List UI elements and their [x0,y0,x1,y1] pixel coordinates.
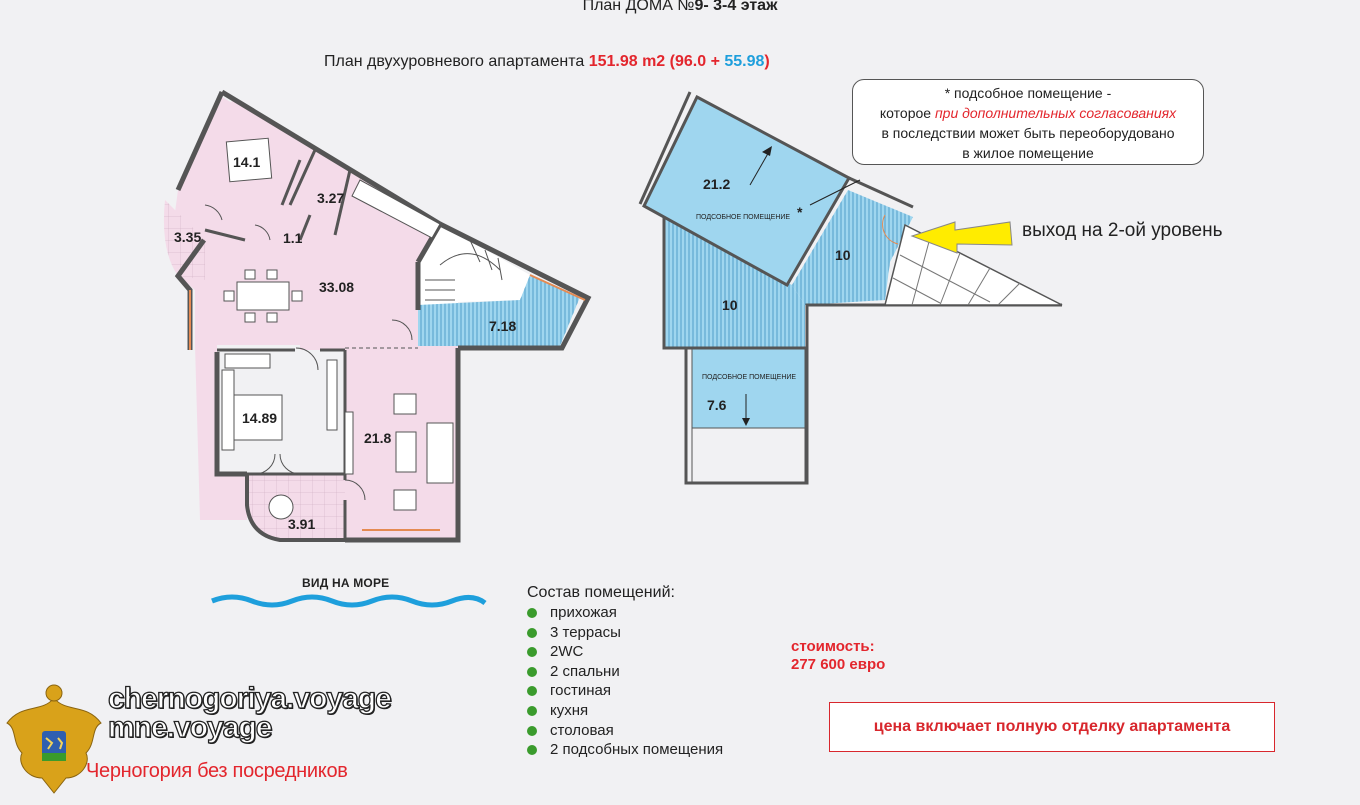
room-label: 33.08 [319,279,354,295]
page-title: План ДОМА №9- 3-4 этаж [0,0,1360,15]
level1-plan [163,89,592,543]
rooms-title: Состав помещений: [527,584,675,601]
note-line: в последствии может быть переоборудовано [881,125,1175,141]
breakdown-open: (96.0 + [669,53,720,70]
site-link-2[interactable]: mne.voyage [107,710,273,744]
room-label: 21.8 [364,430,391,446]
terrace-7-18 [418,275,580,346]
sea-wave [211,594,487,608]
price-value: 277 600 евро [791,656,886,673]
room-label: 21.2 [703,176,730,192]
room-10-left [664,218,805,348]
title-bold: 9- 3-4 этаж [694,0,778,14]
room-label: 3.35 [174,229,201,245]
list-item: 2 спальни [527,662,723,682]
brand-tagline: Черногория без посредников [86,760,348,782]
room-21-2 [642,94,852,288]
list-item: кухня [527,701,723,721]
list-item: 2 подсобных помещения [527,740,723,760]
room-label: 14.1 [233,154,260,170]
level2-plan [638,91,1063,485]
room-label: 1.1 [283,230,303,246]
room-label: 3.91 [288,516,315,532]
list-item: столовая [527,721,723,741]
rooms-list: прихожая 3 террасы 2WC 2 спальни гостина… [527,603,723,760]
room-label: 14.89 [242,410,277,426]
title-prefix: План ДОМА № [582,0,695,14]
bullet-icon [527,725,537,736]
list-item: 3 террасы [527,623,723,643]
total-area: 151.98 m2 [588,53,666,70]
level2-labels: 21.2 ПОДСОБНОЕ ПОМЕЩЕНИЕ * 10 10 7.6 ПОД… [696,176,851,413]
price-label: стоимость: [791,638,875,655]
bullet-icon [527,627,537,638]
bullet-icon [527,647,537,658]
terrace-3-91 [247,474,345,540]
room-10-right [792,190,913,305]
site-link-1[interactable]: chernogoriya.voyage [107,681,392,715]
room-note: ПОДСОБНОЕ ПОМЕЩЕНИЕ [696,214,790,221]
exit-arrow-icon [910,221,1013,254]
note-line: которое при дополнительных согласованиях [879,105,1177,121]
room-label: 7.6 [707,397,727,413]
breakdown-aux: 55.98 [724,53,765,70]
subtitle: План двухуровневого апартамента 151.98 m… [324,53,770,71]
room-label: 7.18 [489,318,516,334]
room-label: 10 [835,247,851,263]
note-line: в жилое помещение [962,145,1094,161]
breakdown-close: ) [764,53,770,70]
level1-labels: 14.1 3.27 3.35 1.1 33.08 7.18 14.89 21.8… [174,154,516,532]
bullet-icon [527,666,537,677]
aux-room-note: * подсобное помещение - которое при допо… [852,79,1204,165]
bullet-icon [527,705,537,716]
coat-of-arms-icon [6,684,102,794]
terrace-3-35 [163,200,205,280]
list-item: гостиная [527,681,723,701]
room-star: * [797,204,803,220]
list-item: 2WC [527,642,723,662]
note-line: * подсобное помещение - [944,85,1112,101]
bullet-icon [527,745,537,756]
subtitle-text: План двухуровневого апартамента [324,53,585,70]
note-emphasis: при дополнительных согласованиях [934,105,1177,121]
room-label: 10 [722,297,738,313]
exit-label: выход на 2-ой уровень [1022,220,1223,241]
finish-note: цена включает полную отделку апартамента [829,702,1275,752]
price-block: стоимость: 277 600 евро [791,638,885,674]
bullet-icon [527,608,537,618]
bullet-icon [527,686,537,697]
room-7-6 [692,348,805,428]
room-note: ПОДСОБНОЕ ПОМЕЩЕНИЕ [702,374,796,381]
room-label: 3.27 [317,190,344,206]
list-item: прихожая [527,603,723,623]
sea-view-label: ВИД НА МОРЕ [302,576,390,590]
